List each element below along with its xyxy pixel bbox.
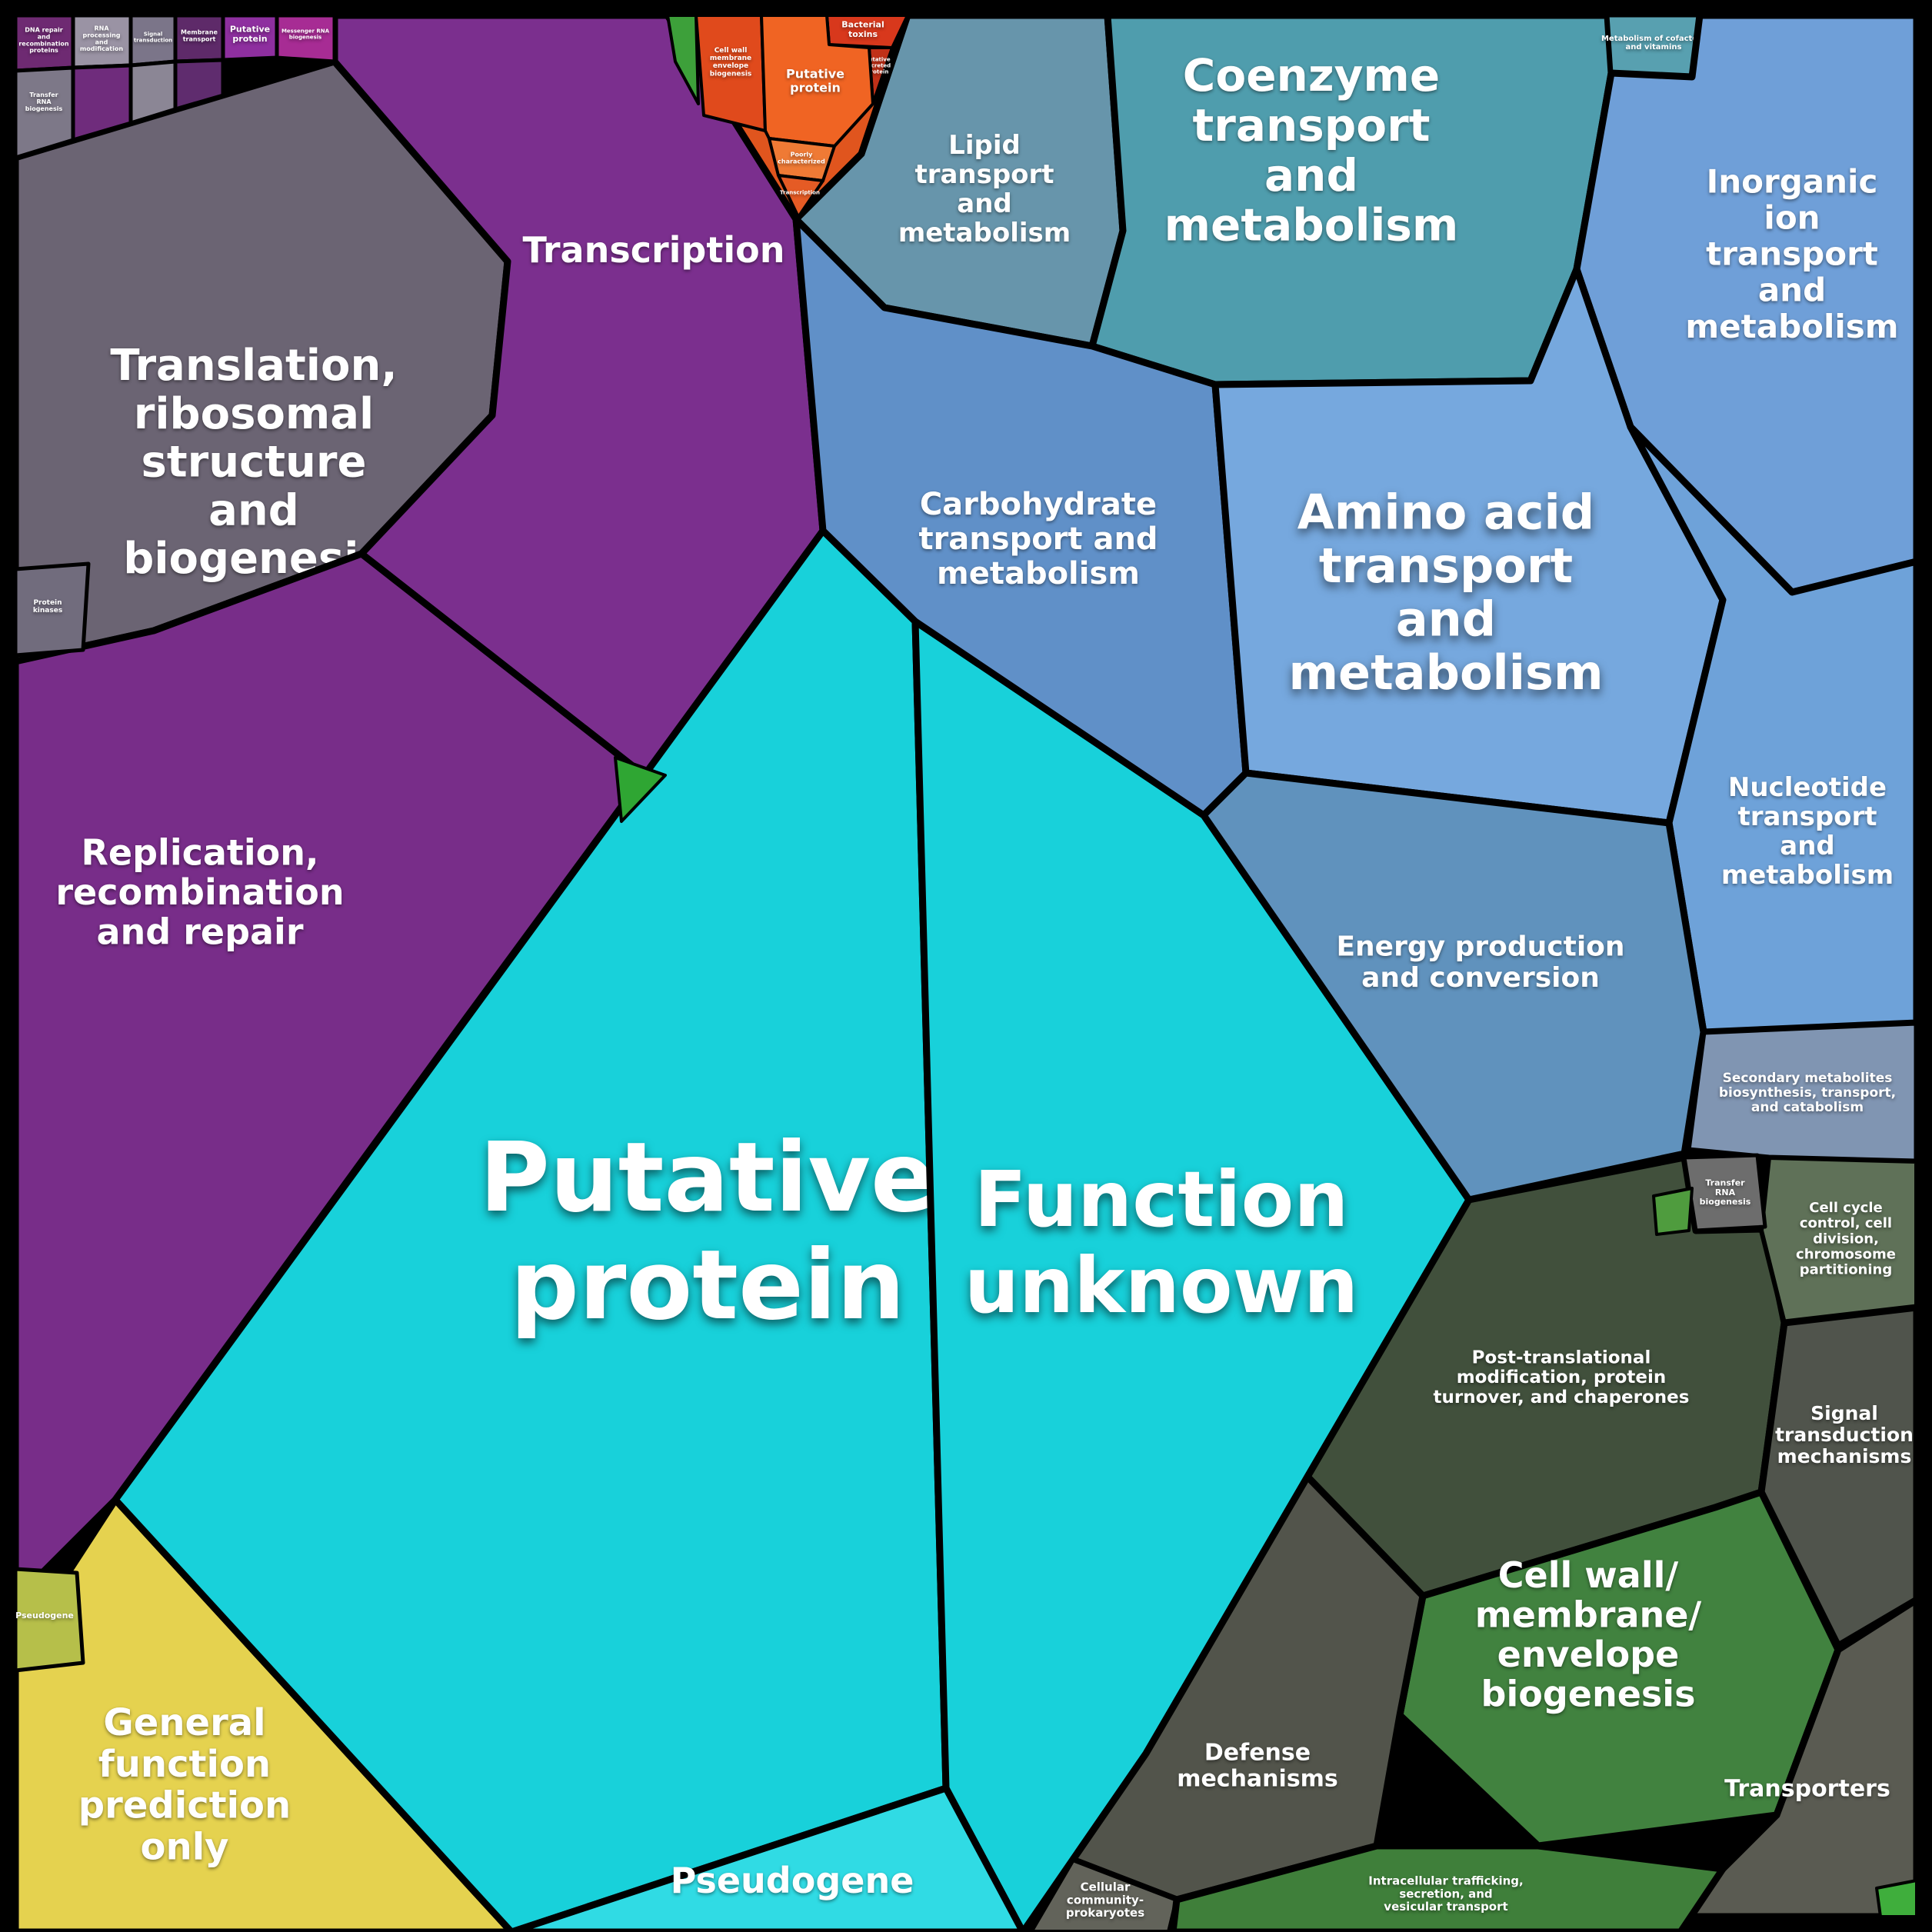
transporters-label: Transporters xyxy=(1724,1776,1890,1803)
transcription-label: Transcription xyxy=(523,229,785,271)
intracellular-trafficking-label: Intracellular trafficking,secretion, and… xyxy=(1368,1874,1523,1914)
putative-protein-orange-cell xyxy=(760,14,874,148)
corner-green-tiny-cell xyxy=(1875,1879,1918,1918)
cellular-community-prokaryotes-cell xyxy=(1028,1857,1179,1932)
pseudogene-main-cell xyxy=(508,1784,1027,1932)
pseudogene-left-small-cell xyxy=(13,1567,85,1673)
green-right-tiny-cell xyxy=(1652,1187,1694,1236)
general-function-prediction-cell xyxy=(12,1496,515,1932)
transcription-small-label: Transcription xyxy=(780,189,820,195)
pseudogene-left-small-label: Pseudogene xyxy=(15,1611,74,1621)
strip-unlabeled-3-cell xyxy=(173,58,225,112)
protein-kinases-cell xyxy=(13,561,91,658)
intracellular-trafficking-cell xyxy=(1169,1842,1727,1932)
green-mid-tiny-cell xyxy=(614,756,667,823)
transfer-rna-biogenesis-left-cell xyxy=(13,65,75,160)
messenger-rna-biogenesis-cell xyxy=(275,13,337,64)
pseudogene-main-label: Pseudogene xyxy=(671,1860,914,1901)
green-sliver-top-cell xyxy=(666,14,700,105)
transcription-small-cell xyxy=(777,174,824,218)
